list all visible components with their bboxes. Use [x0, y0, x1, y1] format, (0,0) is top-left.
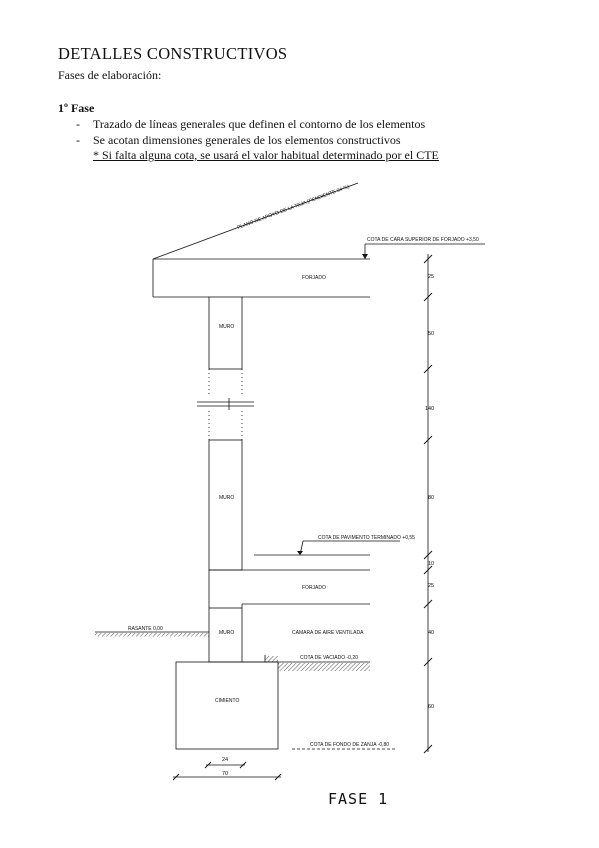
dim-tick: [239, 761, 247, 769]
dim-footing-width: 70: [222, 771, 228, 777]
dim-lower-slab: 25: [428, 583, 434, 589]
dim-tick: [274, 773, 282, 781]
document-subtitle: Fases de elaboración:: [58, 68, 162, 82]
dim-tick: [423, 292, 433, 302]
grade-label: RASANTE 0,00: [128, 626, 163, 632]
dim-footing-depth: 60: [428, 704, 434, 710]
step-text: Se acotan dimensiones generales de los e…: [93, 133, 401, 147]
finish-floor-label: COTA DE PAVIMENTO TERMINADO +0,55: [318, 535, 415, 541]
dim-tick: [423, 364, 433, 374]
lower-wall: [208, 439, 243, 571]
dim-tick: [204, 761, 212, 769]
dim-tick: [423, 435, 433, 445]
basement-wall-label: MURO: [219, 630, 234, 636]
finish-floor-arrow: [297, 551, 303, 555]
dim-finish-layer: 10: [428, 561, 434, 567]
dim-tick: [423, 599, 433, 609]
roof-slope-label: PLANO DE APOYO DE LA TEJA (PENDIENTE 34 …: [237, 184, 351, 231]
ground-hatch-left: [95, 633, 209, 637]
footing: [175, 661, 279, 750]
footing-label: CIMIENTO: [215, 698, 239, 704]
dim-upper-wall: 50: [428, 331, 434, 337]
dim-wall-width: 24: [222, 757, 228, 763]
dim-upper-slab: 25: [428, 274, 434, 280]
step-item: -Se acotan dimensiones generales de los …: [76, 133, 401, 148]
upper-wall: [208, 296, 243, 370]
dim-tick: [423, 254, 433, 264]
upper-slab-label: FORJADO: [302, 275, 326, 281]
dim-lower-wall: 80: [428, 495, 434, 501]
dim-break-span: 140: [425, 406, 434, 412]
dim-tick: [423, 565, 433, 575]
ground-hatch-right: [278, 663, 370, 671]
list-dash: -: [76, 117, 80, 131]
dim-tick: [423, 657, 433, 667]
dim-tick: [423, 744, 433, 754]
cte-note: * Si falta alguna cota, se usará el valo…: [93, 148, 439, 162]
dim-tick: [423, 550, 433, 560]
top-level-arrow: [362, 254, 368, 259]
ground-hatch-step: [265, 656, 278, 662]
step-text: Trazado de líneas generales que definen …: [93, 117, 426, 131]
footing-bottom-label: COTA DE FONDO DE ZANJA -0,80: [310, 742, 389, 748]
list-dash: -: [76, 133, 80, 147]
phase-label: FASE 1: [328, 790, 388, 808]
lower-slab-label: FORJADO: [302, 585, 326, 591]
excavation-label: COTA DE VACIADO -0,20: [300, 655, 358, 661]
air-chamber-label: CAMARA DE AIRE VENTILADA: [292, 630, 364, 636]
document-title: DETALLES CONSTRUCTIVOS: [58, 44, 288, 63]
dim-tick: [172, 773, 180, 781]
phase-heading: 1º Fase: [58, 101, 95, 115]
dim-air-chamber: 40: [428, 630, 434, 636]
roof-slope-line: [152, 182, 359, 260]
lower-wall-label: MURO: [219, 495, 234, 501]
step-item: -Trazado de líneas generales que definen…: [76, 117, 425, 132]
upper-wall-label: MURO: [219, 324, 234, 330]
top-level-label: COTA DE CARA SUPERIOR DE FORJADO +3,50: [367, 237, 479, 243]
